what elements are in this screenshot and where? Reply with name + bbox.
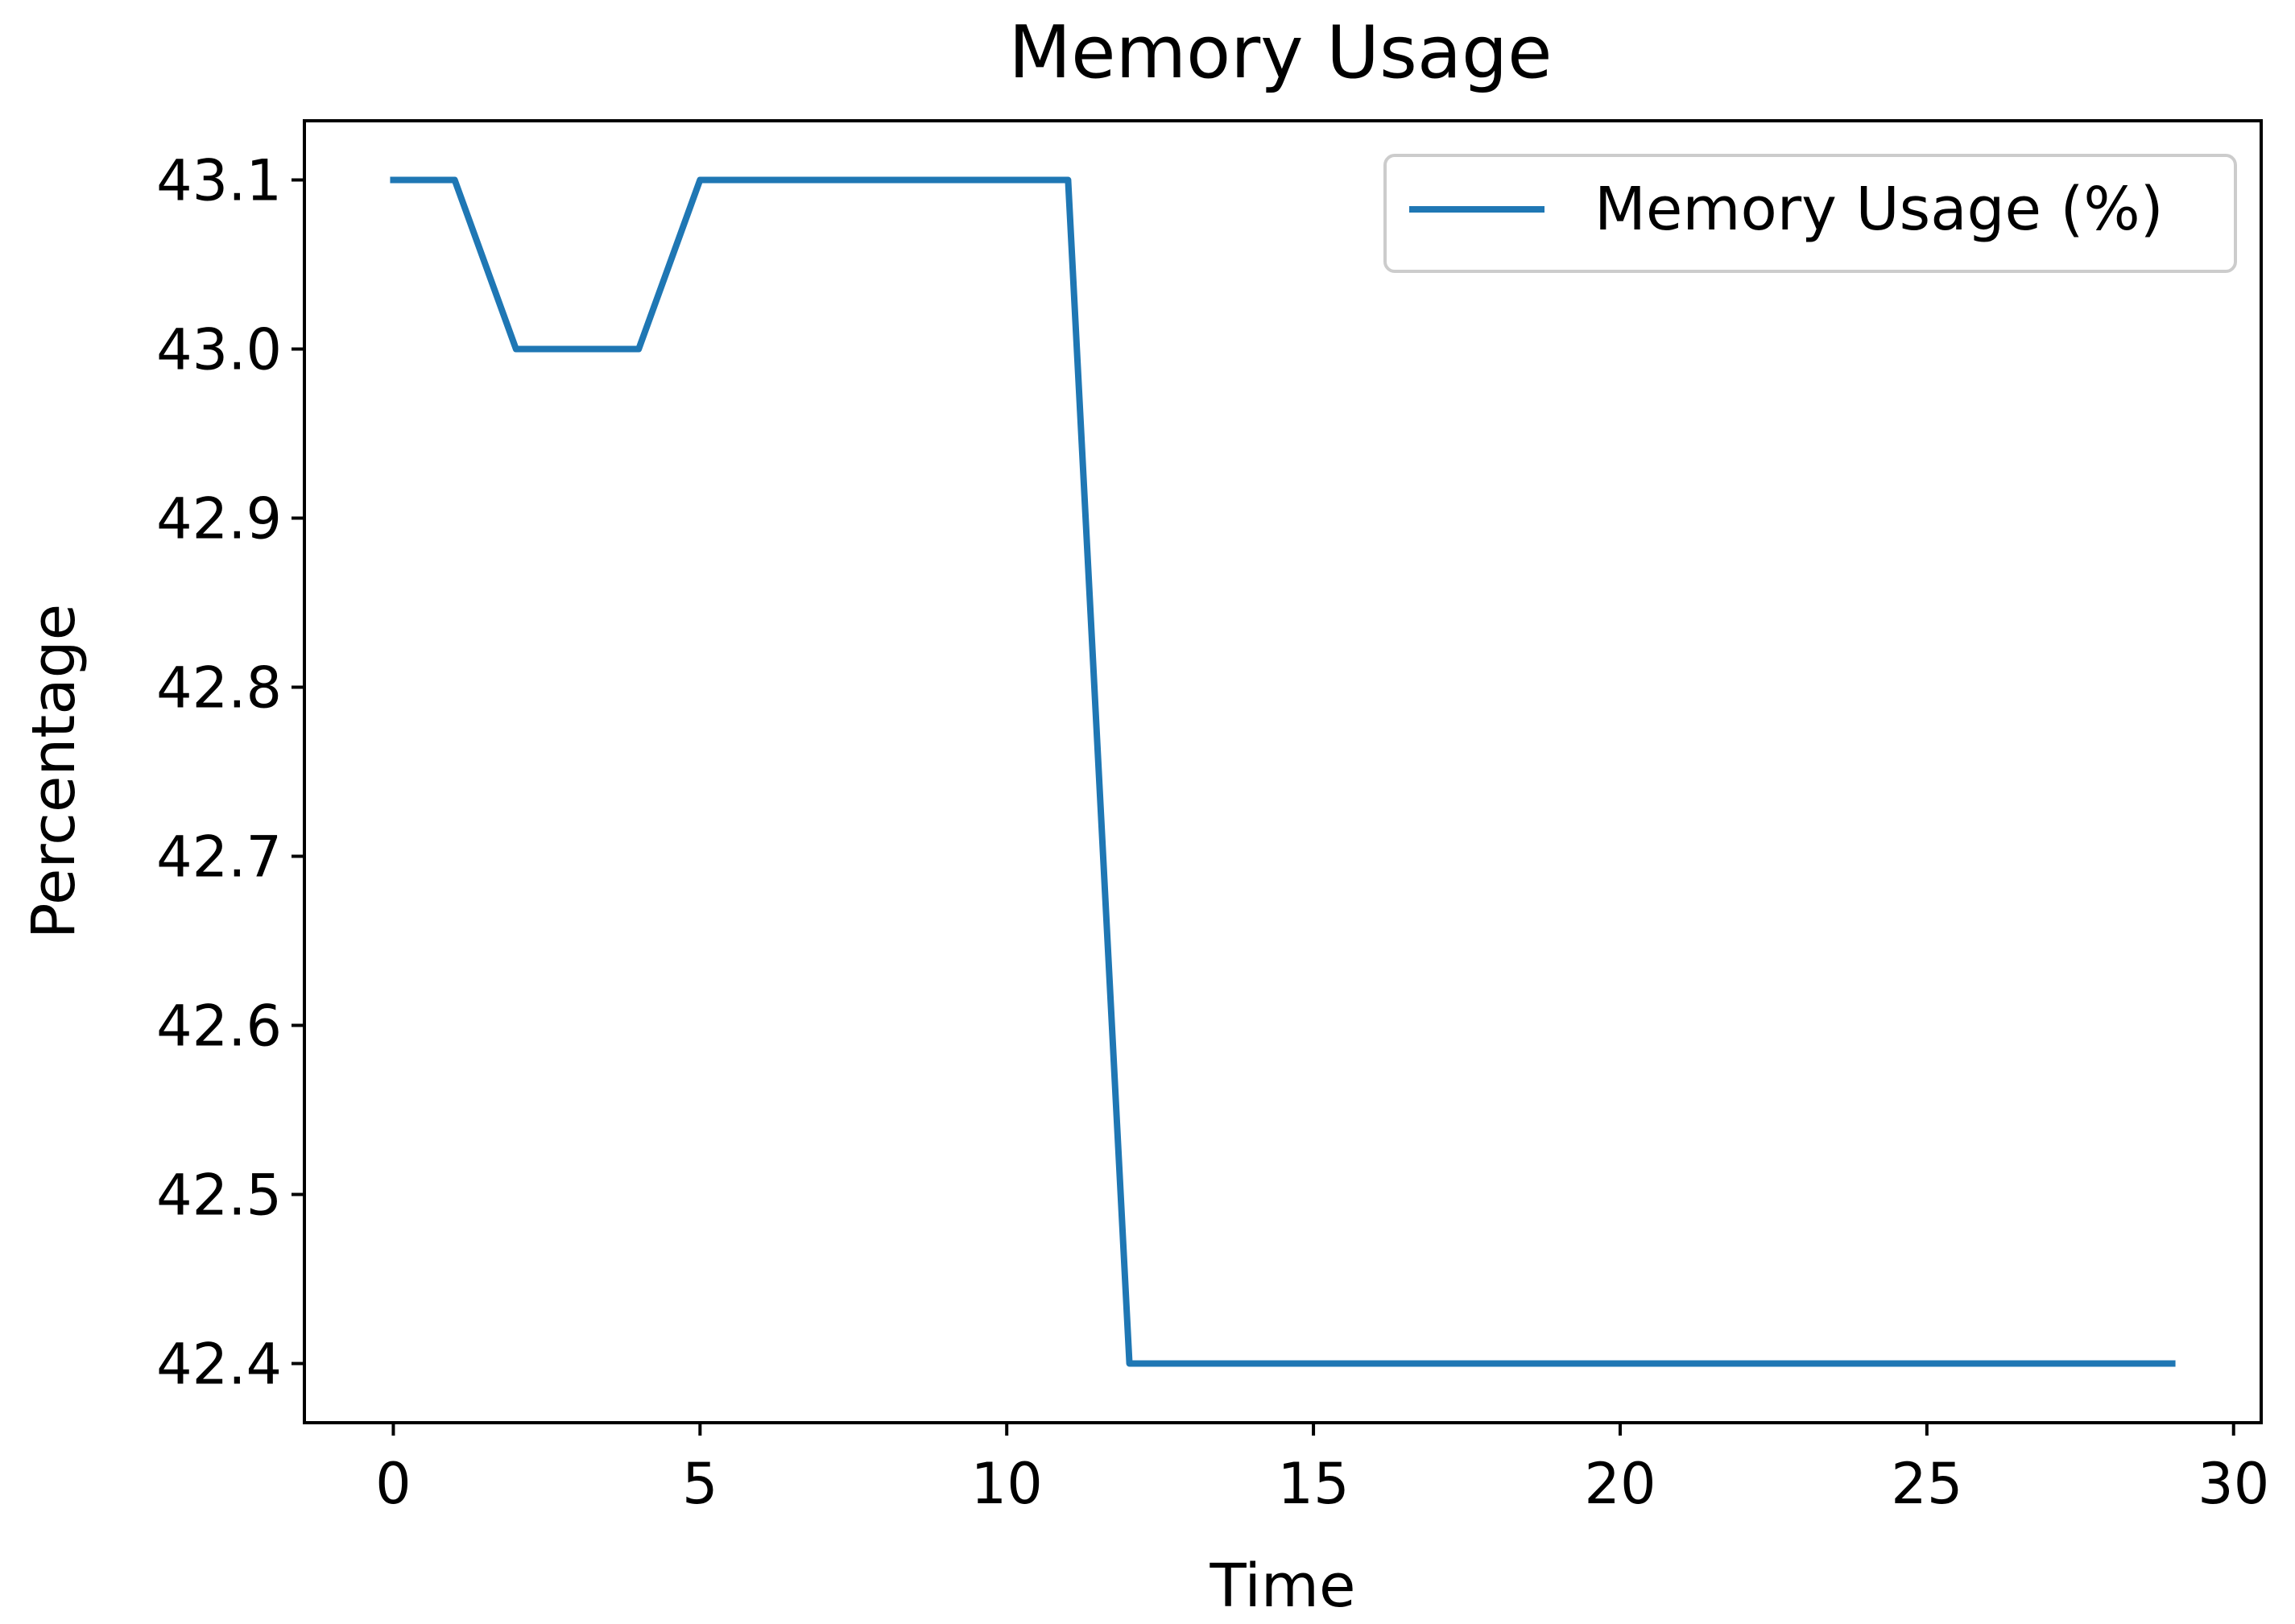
y-tick-label: 42.7 — [156, 824, 282, 891]
y-axis: 42.4 42.5 42.6 42.7 42.8 42.9 43.0 43.1 — [156, 148, 304, 1398]
legend-label: Memory Usage (%) — [1594, 175, 2164, 244]
y-tick-label: 42.5 — [156, 1163, 282, 1229]
plot-area-frame — [303, 119, 2263, 1424]
y-axis-label: Percentage — [19, 604, 89, 939]
legend: Memory Usage (%) — [1383, 154, 2237, 273]
legend-box — [1383, 154, 2237, 273]
x-tick-label: 10 — [971, 1451, 1043, 1517]
y-tick-label: 42.8 — [156, 655, 282, 721]
y-tick-label: 43.0 — [156, 317, 282, 383]
x-axis-label: Time — [1209, 1552, 1355, 1620]
chart-title: Memory Usage — [1008, 10, 1552, 95]
x-tick-label: 20 — [1584, 1451, 1656, 1517]
y-tick-label: 42.9 — [156, 486, 282, 552]
x-tick-label: 15 — [1278, 1451, 1350, 1517]
y-tick-label: 43.1 — [156, 148, 282, 214]
series-line-memory-usage — [390, 176, 2176, 1367]
x-tick-label: 30 — [2198, 1451, 2269, 1517]
x-tick-label: 0 — [375, 1451, 411, 1517]
y-tick-label: 42.4 — [156, 1332, 282, 1398]
series-layer — [390, 176, 2176, 1367]
x-axis: 0 5 10 15 20 25 30 — [375, 1423, 2269, 1517]
x-tick-label: 25 — [1891, 1451, 1962, 1517]
y-tick-label: 42.6 — [156, 994, 282, 1060]
x-tick-label: 5 — [682, 1451, 718, 1517]
